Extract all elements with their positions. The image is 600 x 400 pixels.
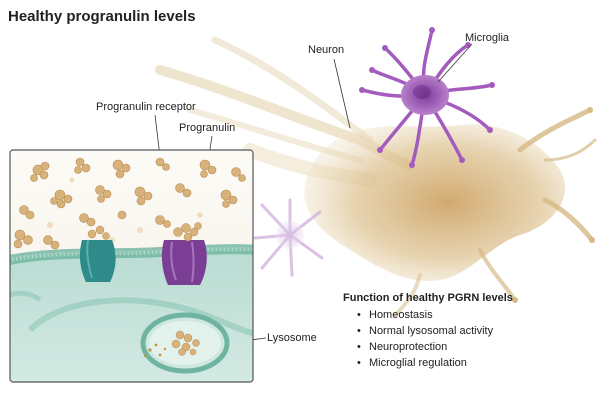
function-item: Homeostasis	[357, 307, 513, 323]
lysosome	[140, 312, 230, 374]
function-box: Function of healthy PGRN levels Homeosta…	[343, 292, 513, 371]
inset-panel	[9, 149, 254, 383]
neuron-cell	[155, 36, 597, 317]
label-progranulin: Progranulin	[179, 122, 236, 134]
label-progranulin-receptor: Progranulin receptor	[96, 101, 196, 113]
label-lysosome: Lysosome	[267, 332, 317, 344]
label-neuron: Neuron	[308, 44, 345, 56]
receptor-teal	[79, 225, 116, 282]
function-list: Homeostasis Normal lysosomal activity Ne…	[343, 307, 513, 371]
function-item: Microglial regulation	[357, 355, 513, 371]
function-heading: Function of healthy PGRN levels	[343, 292, 513, 304]
microglia-cell	[359, 27, 495, 168]
function-item: Normal lysosomal activity	[357, 323, 513, 339]
diagram-title: Healthy progranulin levels	[8, 8, 196, 25]
cell-membrane	[10, 244, 253, 382]
progranulin-clusters	[13, 157, 246, 250]
label-microglia: Microglia	[465, 32, 510, 44]
function-item: Neuroprotection	[357, 339, 513, 355]
faint-microglia	[253, 198, 324, 277]
receptor-purple	[161, 222, 207, 285]
